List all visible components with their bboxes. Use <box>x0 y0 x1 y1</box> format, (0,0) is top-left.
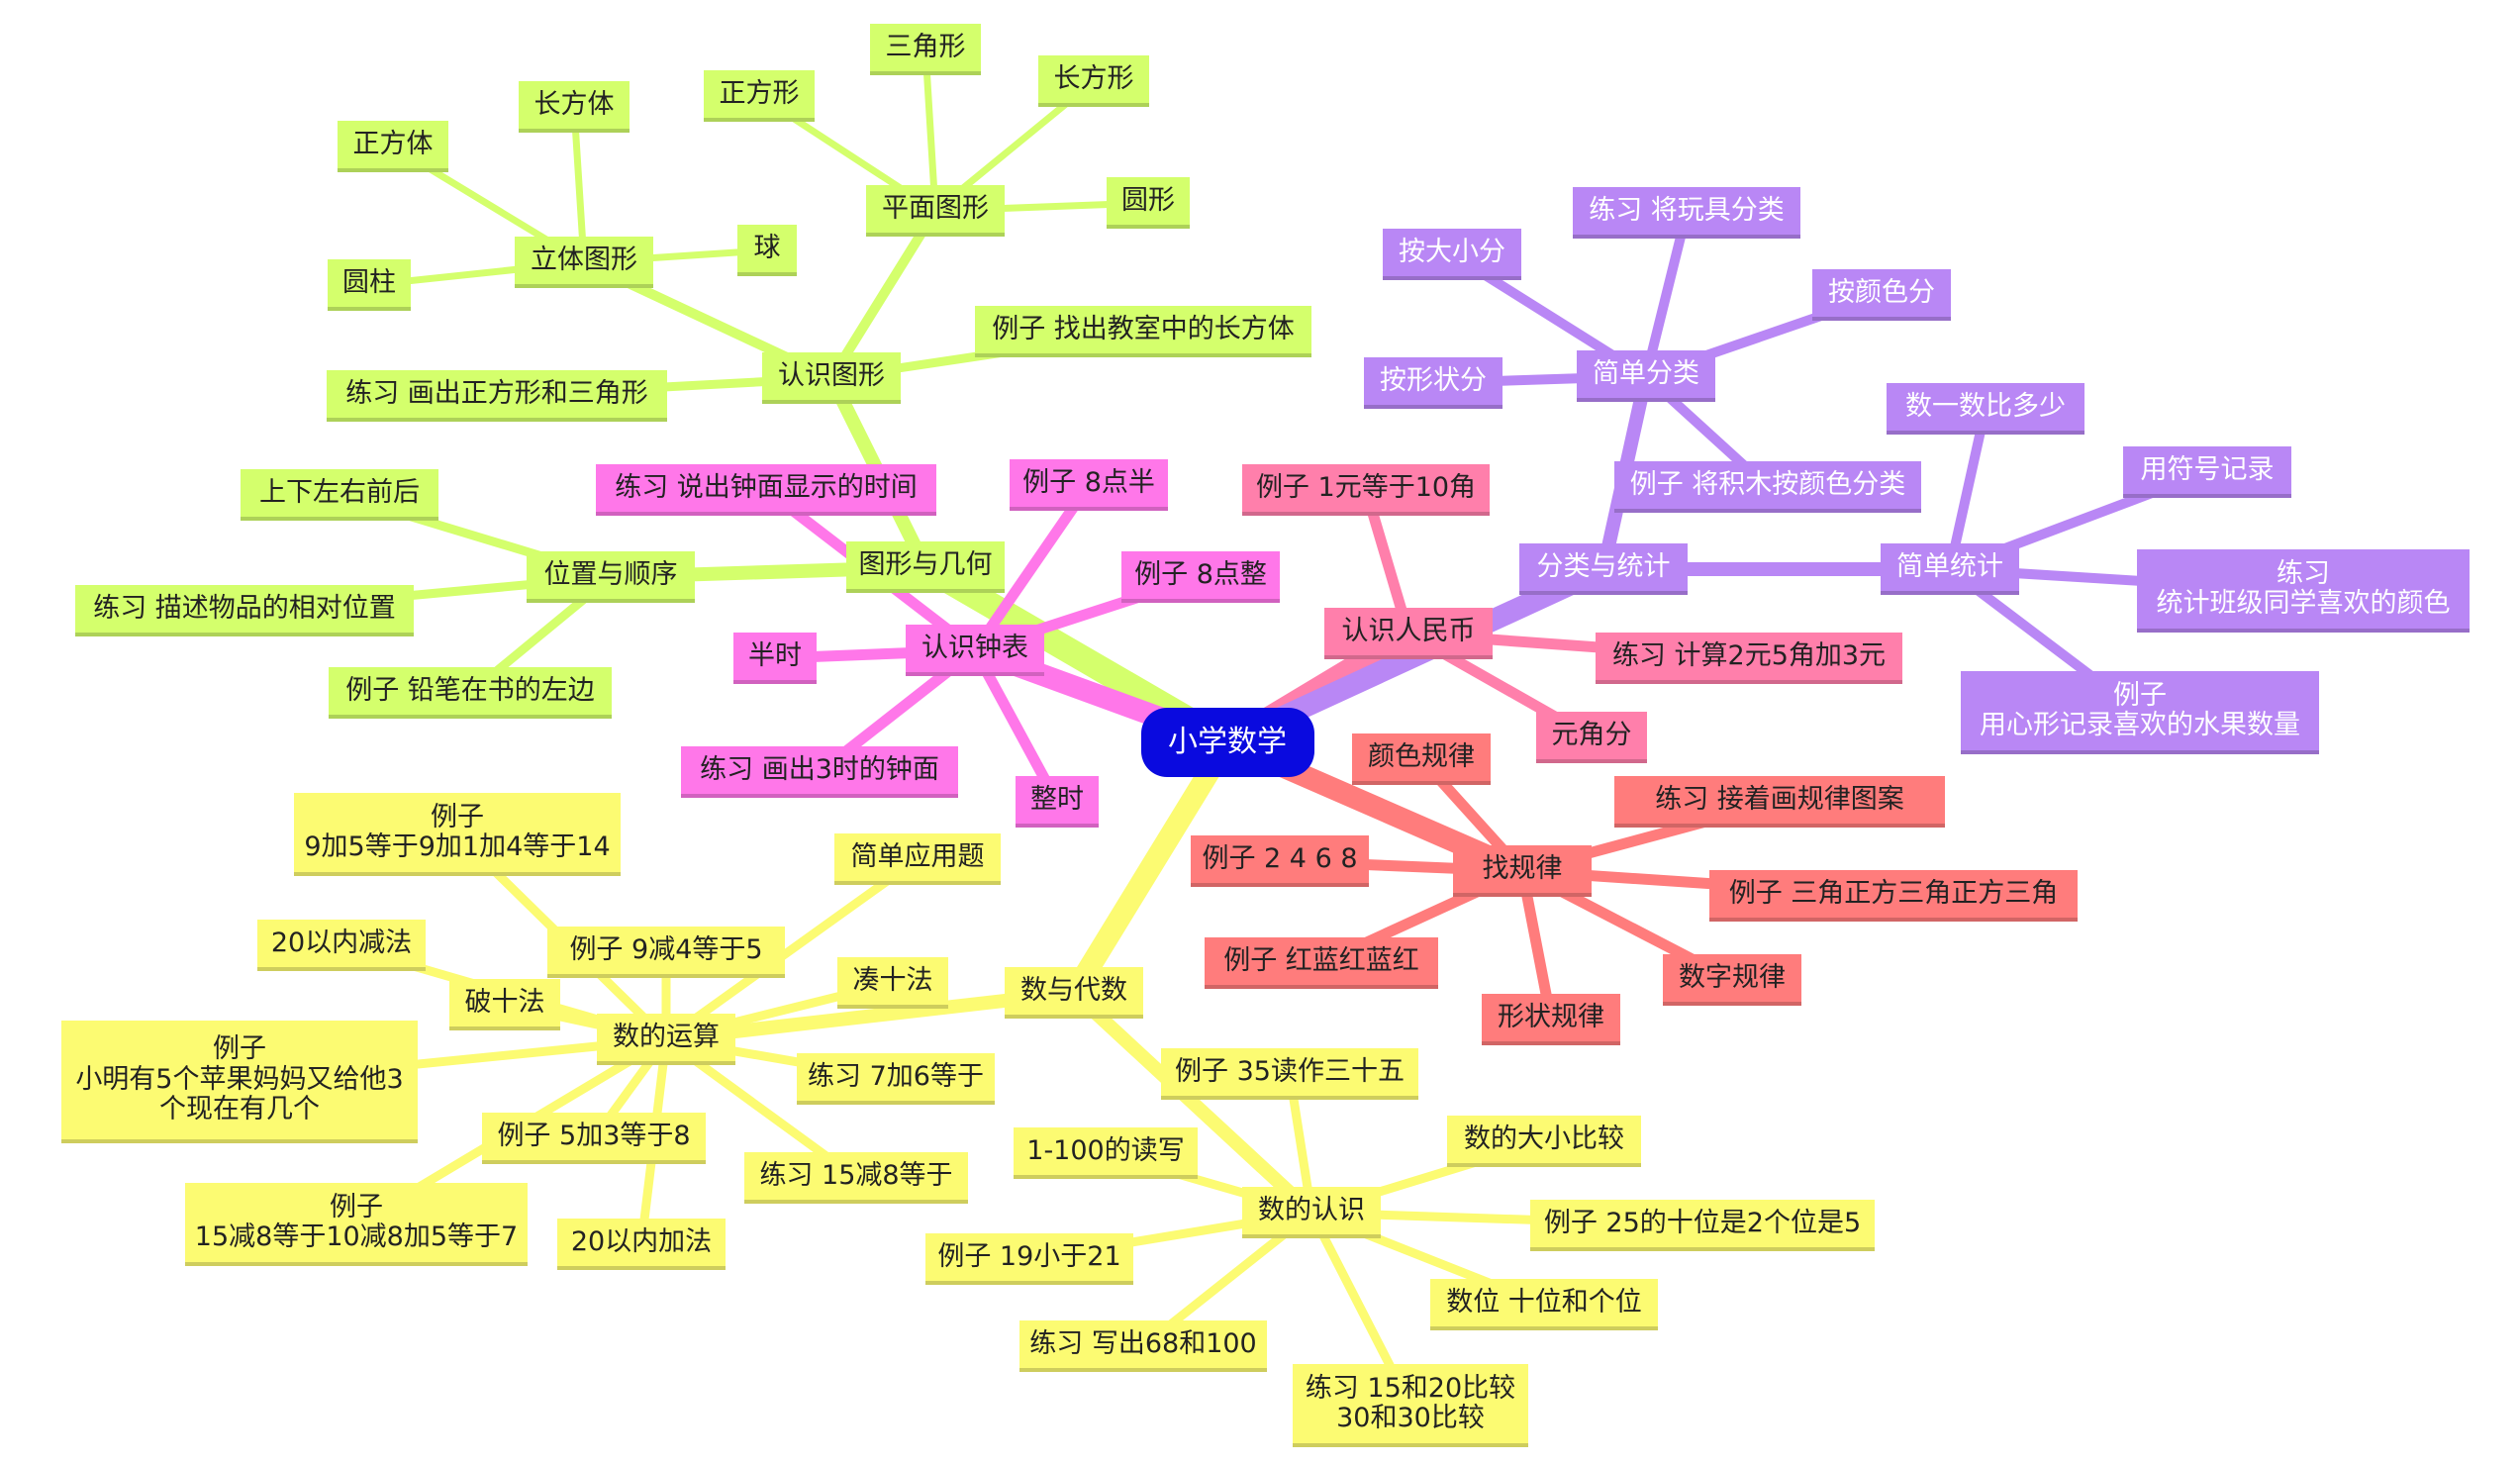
leaf-ops-make-ten[interactable]: 凑十法 <box>837 957 948 1009</box>
leaf-ops-example-15minus8[interactable]: 例子 15减8等于10减8加5等于7 <box>185 1183 528 1266</box>
leaf-clock-hour[interactable]: 整时 <box>1016 776 1099 828</box>
leaf-pattern-color[interactable]: 颜色规律 <box>1352 733 1491 785</box>
leaf-pattern-shapes-example[interactable]: 例子 三角正方三角正方三角 <box>1709 870 2078 922</box>
leaf-ops-example-9minus4[interactable]: 例子 9减4等于5 <box>547 927 785 978</box>
node-operations[interactable]: 数的运算 <box>597 1014 735 1065</box>
leaf-statistics-symbols[interactable]: 用符号记录 <box>2123 446 2291 498</box>
node-position[interactable]: 位置与顺序 <box>527 551 695 603</box>
leaf-num-example-35[interactable]: 例子 35读作三十五 <box>1161 1048 1418 1100</box>
leaf-classify-example[interactable]: 例子 将积木按颜色分类 <box>1614 461 1921 513</box>
leaf-statistics-example[interactable]: 例子 用心形记录喜欢的水果数量 <box>1961 671 2319 754</box>
connector-leaf-ops-word-problems <box>661 854 922 1044</box>
connector-leaf-statistics-compare <box>1945 404 1990 574</box>
leaf-ops-example-9plus5[interactable]: 例子 9加5等于9加1加4等于14 <box>294 793 621 876</box>
node-stats[interactable]: 分类与统计 <box>1519 543 1688 595</box>
leaf-ops-example-5plus3[interactable]: 例子 5加3等于8 <box>482 1113 706 1164</box>
leaf-square[interactable]: 正方形 <box>704 70 815 122</box>
leaf-clock-half-hour[interactable]: 半时 <box>733 633 817 684</box>
leaf-sphere[interactable]: 球 <box>737 225 797 276</box>
leaf-triangle[interactable]: 三角形 <box>870 24 981 75</box>
leaf-num-example-25[interactable]: 例子 25的十位是2个位是5 <box>1530 1200 1875 1251</box>
leaf-position-practice[interactable]: 练习 描述物品的相对位置 <box>75 585 414 636</box>
leaf-pattern-number[interactable]: 数字规律 <box>1663 954 1801 1006</box>
leaf-classify-color[interactable]: 按颜色分 <box>1812 269 1951 321</box>
leaf-shapes-example[interactable]: 例子 找出教室中的长方体 <box>975 306 1311 357</box>
leaf-circle[interactable]: 圆形 <box>1107 177 1190 229</box>
leaf-clock-practice-read[interactable]: 练习 说出钟面显示的时间 <box>596 464 936 516</box>
connector-leaf-triangle <box>921 46 939 215</box>
leaf-clock-practice-draw[interactable]: 练习 画出3时的钟面 <box>681 746 958 798</box>
leaf-position-directions[interactable]: 上下左右前后 <box>241 469 438 521</box>
leaf-ops-practice-7plus6[interactable]: 练习 7加6等于 <box>797 1053 995 1105</box>
connector-node-plane-shapes <box>826 206 940 383</box>
leaf-num-compare[interactable]: 数的大小比较 <box>1447 1116 1641 1167</box>
node-money[interactable]: 认识人民币 <box>1324 608 1493 659</box>
leaf-rectangle[interactable]: 长方形 <box>1038 55 1149 107</box>
connector-leaf-classify-practice <box>1641 208 1692 381</box>
leaf-classify-size[interactable]: 按大小分 <box>1383 229 1521 280</box>
node-classify[interactable]: 简单分类 <box>1577 350 1715 402</box>
leaf-num-example-19[interactable]: 例子 19小于21 <box>925 1233 1133 1285</box>
node-plane-shapes[interactable]: 平面图形 <box>866 185 1005 237</box>
leaf-statistics-practice[interactable]: 练习 统计班级同学喜欢的颜色 <box>2137 549 2470 633</box>
connector-leaf-clock-half-eight <box>969 479 1095 656</box>
leaf-clock-half-eight[interactable]: 例子 8点半 <box>1010 459 1168 511</box>
leaf-num-place-value[interactable]: 数位 十位和个位 <box>1430 1279 1658 1330</box>
leaf-ops-example-apples[interactable]: 例子 小明有5个苹果妈妈又给他3 个现在有几个 <box>61 1021 418 1143</box>
node-solid-shapes[interactable]: 立体图形 <box>515 237 653 288</box>
node-numbers[interactable]: 数的认识 <box>1242 1187 1381 1238</box>
node-algebra[interactable]: 数与代数 <box>1005 967 1143 1019</box>
leaf-pattern-colors-example[interactable]: 例子 红蓝红蓝红 <box>1205 937 1438 989</box>
leaf-pattern-shape[interactable]: 形状规律 <box>1482 994 1620 1045</box>
leaf-num-practice-compare[interactable]: 练习 15和20比较 30和30比较 <box>1293 1364 1528 1447</box>
leaf-pattern-numbers-example[interactable]: 例子 2 4 6 8 <box>1191 835 1369 887</box>
node-pattern[interactable]: 找规律 <box>1453 845 1592 897</box>
leaf-position-example[interactable]: 例子 铅笔在书的左边 <box>329 667 612 719</box>
connector-leaf-cuboid <box>570 103 588 266</box>
leaf-num-read-write[interactable]: 1-100的读写 <box>1014 1127 1198 1179</box>
node-shapes[interactable]: 认识图形 <box>762 352 901 404</box>
leaf-classify-shape[interactable]: 按形状分 <box>1364 357 1502 409</box>
leaf-ops-break-ten[interactable]: 破十法 <box>449 979 560 1030</box>
branch-geometry[interactable]: 图形与几何 <box>846 541 1005 593</box>
root-node[interactable]: 小学数学 <box>1140 708 1314 777</box>
connector-node-numbers <box>1067 986 1318 1220</box>
leaf-num-practice-write[interactable]: 练习 写出68和100 <box>1019 1320 1267 1372</box>
node-clock[interactable]: 认识钟表 <box>906 625 1044 676</box>
node-statistics[interactable]: 简单统计 <box>1881 543 2019 595</box>
leaf-classify-practice[interactable]: 练习 将玩具分类 <box>1573 187 1800 239</box>
connector-node-algebra <box>1063 732 1238 1004</box>
leaf-ops-word-problems[interactable]: 简单应用题 <box>834 833 1001 885</box>
leaf-cylinder[interactable]: 圆柱 <box>328 259 411 311</box>
leaf-statistics-compare[interactable]: 数一数比多少 <box>1887 383 2084 435</box>
leaf-shapes-practice[interactable]: 练习 画出正方形和三角形 <box>327 370 667 422</box>
leaf-cube[interactable]: 正方体 <box>338 121 448 172</box>
leaf-clock-eight[interactable]: 例子 8点整 <box>1121 551 1280 603</box>
leaf-ops-sub20[interactable]: 20以内减法 <box>257 920 426 971</box>
leaf-cuboid[interactable]: 长方体 <box>519 81 630 133</box>
leaf-money-practice[interactable]: 练习 计算2元5角加3元 <box>1596 633 1902 684</box>
leaf-pattern-practice[interactable]: 练习 接着画规律图案 <box>1614 776 1945 828</box>
leaf-money-example[interactable]: 例子 1元等于10角 <box>1242 464 1490 516</box>
leaf-ops-practice-15minus8[interactable]: 练习 15减8等于 <box>744 1152 968 1204</box>
leaf-money-units[interactable]: 元角分 <box>1536 712 1647 763</box>
leaf-ops-add20[interactable]: 20以内加法 <box>557 1219 726 1270</box>
